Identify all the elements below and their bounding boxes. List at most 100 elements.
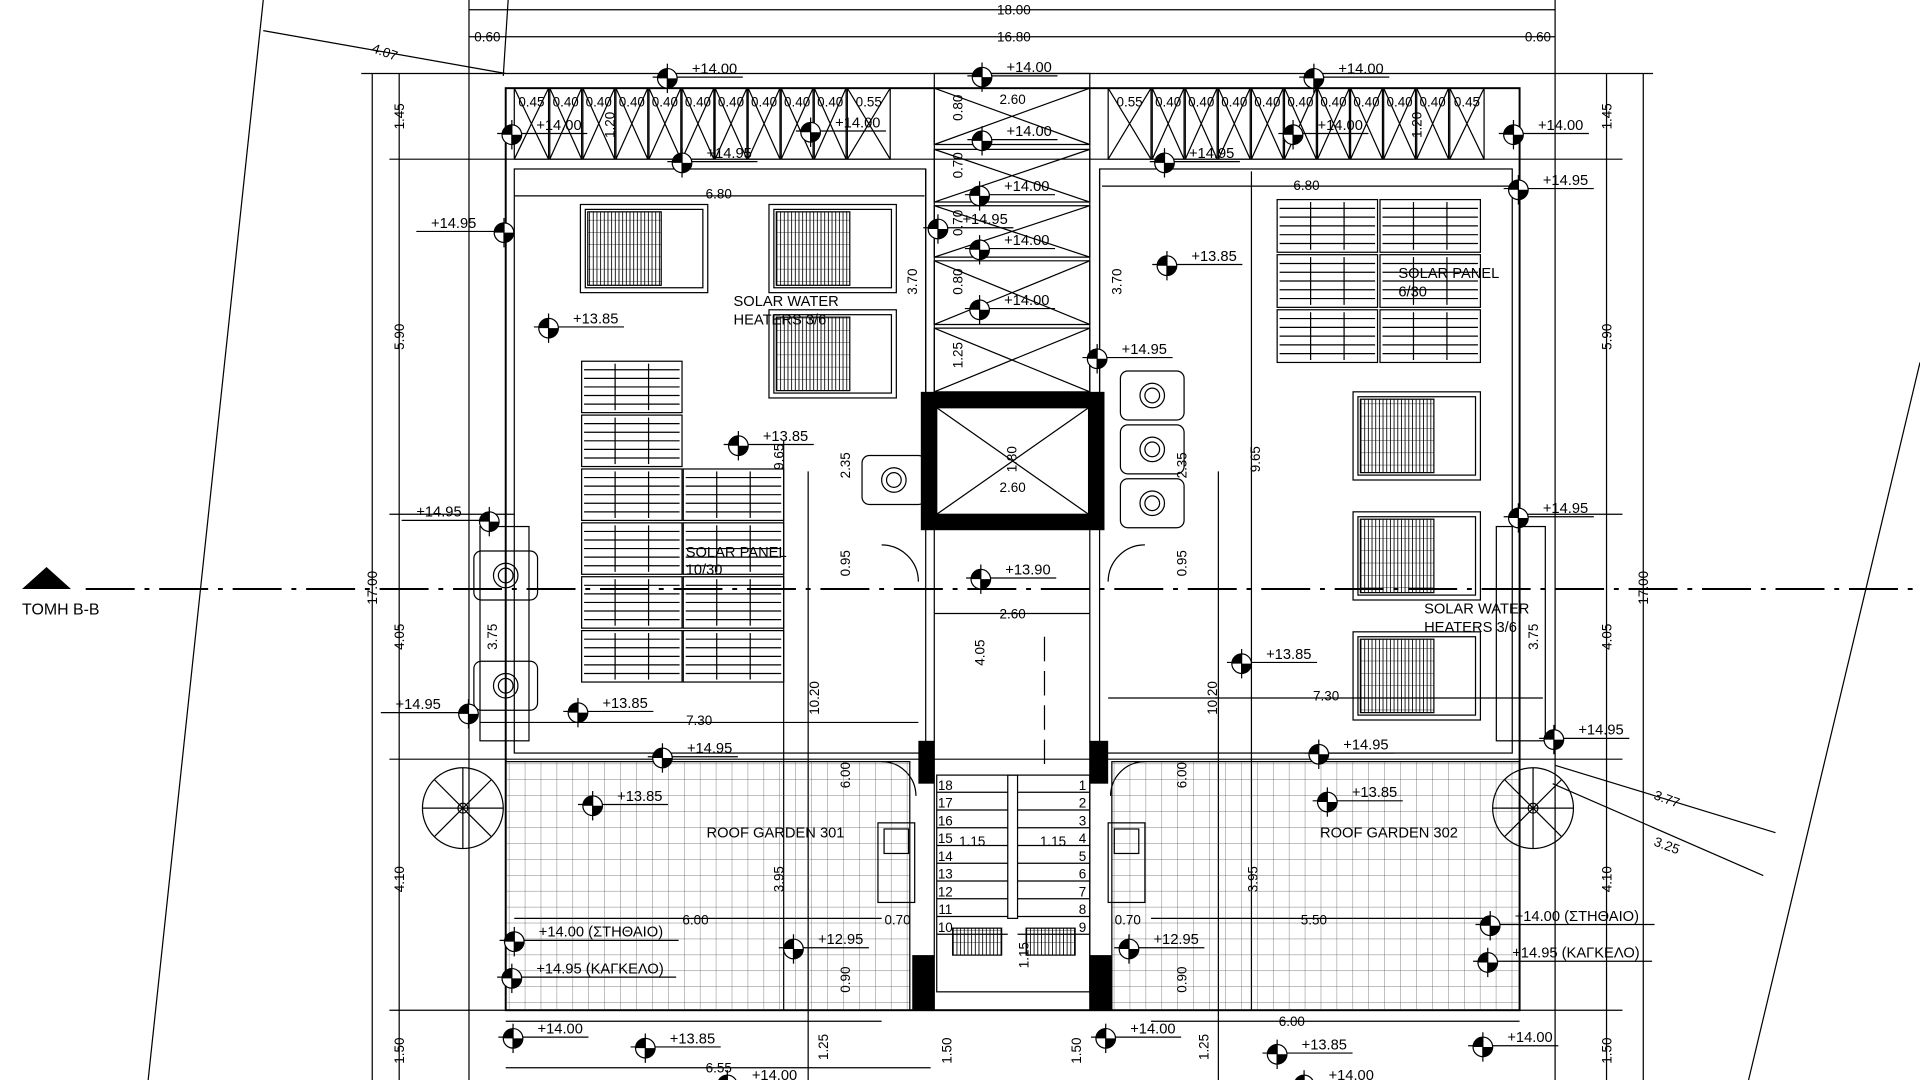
bay-width-label: 0.40 (586, 95, 612, 110)
bay-width-label: 0.40 (718, 95, 744, 110)
level-label: +14.95 (962, 212, 1007, 228)
solar-panel (581, 630, 683, 683)
bay-width-label: 0.40 (784, 95, 810, 110)
dimension-label: 3.70 (905, 269, 920, 295)
heaters-label-right-1: SOLAR WATER (1424, 601, 1529, 617)
level-label: +14.95 (1122, 342, 1167, 358)
level-marker: +14.00 (967, 124, 1058, 156)
level-label: +14.00 (1130, 1021, 1175, 1037)
level-marker: +14.00 (497, 118, 588, 150)
dimension-label: 1.15 (1040, 834, 1066, 849)
level-marker: +14.00 (964, 233, 1056, 265)
level-marker: +14.95 (667, 146, 758, 178)
dimension-label: 0.95 (838, 550, 853, 576)
level-label: +14.95 (1189, 146, 1234, 162)
level-marker: +14.95 (1304, 737, 1395, 769)
level-marker: +14.95 (923, 212, 1014, 244)
dimension-label: 0.70 (884, 912, 910, 927)
solar-panel (581, 468, 683, 522)
dimension-label: 0.70 (950, 152, 965, 178)
bay-width-label: 0.40 (1221, 95, 1247, 110)
level-label: +14.95 (396, 697, 441, 713)
level-label: +14.95 (687, 741, 732, 757)
dimension-label: 3.75 (485, 624, 500, 650)
bay-width-label: 0.40 (553, 95, 579, 110)
bay-width-label: 0.55 (856, 95, 882, 110)
solar-panel (1276, 309, 1379, 364)
heaters-label-right-2: HEATERS 3/6 (1424, 620, 1517, 636)
level-marker: +14.00 (652, 61, 743, 94)
level-label: +13.85 (1266, 647, 1311, 663)
level-label: +12.95 (1153, 932, 1198, 948)
level-label: +14.00 (835, 115, 880, 131)
level-label: +14.95 (1543, 501, 1588, 517)
water-tank (473, 550, 539, 601)
level-label: +14.00 (538, 1021, 583, 1037)
solar-panel (682, 630, 785, 683)
dimension-label: 6.00 (682, 912, 708, 927)
level-label: +14.00 (1318, 118, 1363, 134)
level-label: +14.00 (1338, 61, 1383, 77)
stair-step-number: 8 (1079, 902, 1086, 917)
level-marker: +13.90 (966, 562, 1057, 594)
dimension-label: 0.60 (1525, 30, 1551, 45)
solar-water-heater (1352, 631, 1482, 721)
solar-panels (581, 198, 1482, 683)
level-marker: +14.95 (ΚΑΓΚΕΛΟ) (497, 961, 677, 994)
dimension-label: 1.45 (1599, 103, 1614, 129)
solar-panel (581, 576, 683, 629)
heaters-label-left-1: SOLAR WATER (733, 294, 838, 310)
level-label: +13.85 (1302, 1037, 1347, 1053)
dimension-label: 1.80 (1004, 446, 1019, 472)
water-tank (473, 660, 539, 711)
dimension-label: 1.50 (1069, 1038, 1084, 1064)
stair-step-number: 14 (938, 849, 953, 864)
dimension-label: 1.50 (392, 1038, 407, 1064)
bay-width-label: 0.45 (518, 95, 544, 110)
stair-step-number: 10 (938, 920, 953, 935)
section-line-b-b: ΤΟΜΗ Β-Β (22, 566, 1920, 619)
stair-step-number: 9 (1079, 920, 1086, 935)
solar-water-heater (768, 203, 897, 294)
panel-label-right-1: SOLAR PANEL (1398, 266, 1499, 282)
level-label: +14.95 (1543, 173, 1588, 189)
panel-label-left-1: SOLAR PANEL (686, 545, 787, 561)
level-marker: +14.95 (380, 697, 479, 729)
dimension-label: 6.80 (1293, 178, 1319, 193)
roof-garden-301-label: ROOF GARDEN 301 (707, 826, 845, 842)
level-marker: +14.00 (1294, 1068, 1374, 1080)
dimension-label: 9.65 (772, 444, 787, 470)
roof-bay (1151, 87, 1185, 160)
level-marker: +14.95 (1149, 146, 1240, 178)
dimension-label: 1.15 (959, 834, 985, 849)
roof-bay (681, 87, 715, 160)
dimension-label: 10.20 (807, 681, 822, 715)
dimension-label: 1.25 (816, 1034, 831, 1060)
dimension-label: 0.70 (1115, 912, 1141, 927)
dimension-label: 7.30 (686, 713, 712, 728)
bay-width-label: 0.40 (1320, 95, 1346, 110)
dimension-label: 9.65 (1248, 446, 1263, 472)
level-label: +14.00 (536, 118, 581, 134)
bay-width-label: 0.40 (751, 95, 777, 110)
dimension-label: 1.45 (392, 103, 407, 129)
roof-bay (846, 87, 891, 160)
solar-water-heater (1352, 511, 1482, 601)
level-label: +13.85 (763, 429, 808, 445)
roof-bays: 0.45 0.40 0.40 0.40 0.40 0.40 0.40 0.40 0.40 0.40… (513, 87, 1485, 160)
roof-bay (1217, 87, 1251, 160)
dimension-label: 6.00 (1175, 762, 1190, 788)
level-markers: +14.00 +14.00 +14.00 +14.00 +14.00 +14.00 +14.… (380, 60, 1655, 1080)
shaft-openings (933, 87, 1091, 393)
bay-width-label: 0.40 (619, 95, 645, 110)
solar-panel (1379, 309, 1482, 364)
bay-width-label: 0.40 (1287, 95, 1313, 110)
roof-bay (549, 87, 583, 160)
dimension-label: 0.95 (1175, 550, 1190, 576)
level-label: +13.90 (1005, 562, 1050, 578)
stair-step-number: 18 (938, 778, 953, 793)
roof-bay (714, 87, 748, 160)
section-label: ΤΟΜΗ Β-Β (22, 602, 99, 619)
